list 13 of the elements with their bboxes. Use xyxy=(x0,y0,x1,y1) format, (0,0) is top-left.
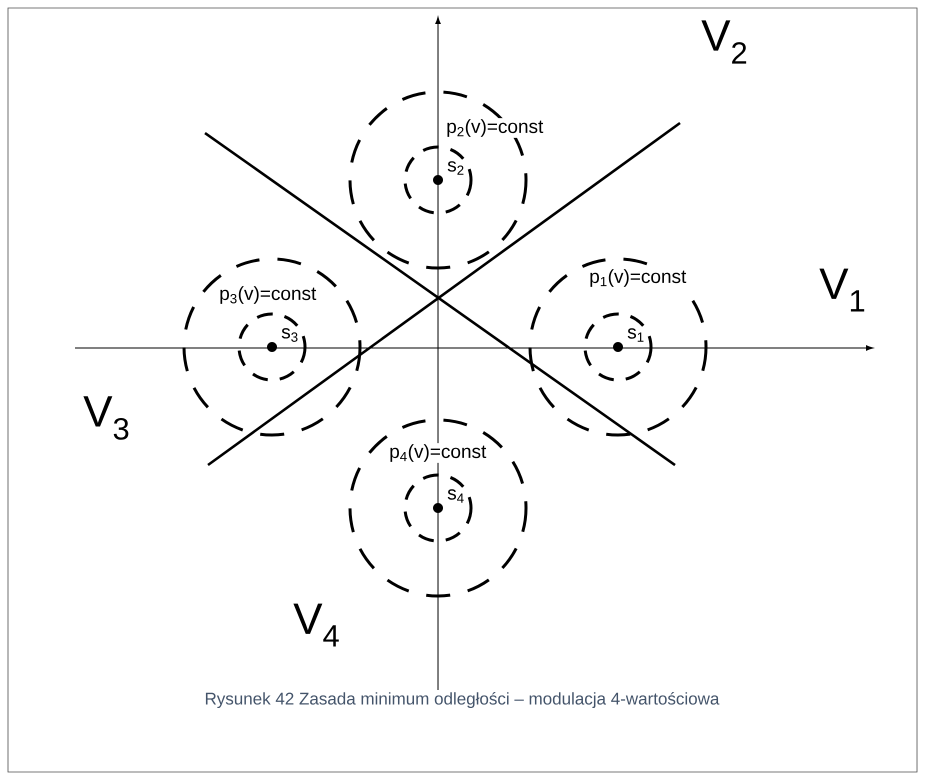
point-label: s$_{4}$ xyxy=(446,488,466,504)
point-label: s$_{3}$ xyxy=(280,327,300,343)
point-label: s$_{2}$ xyxy=(446,160,466,176)
density-label: p$_{1}$(v)=const xyxy=(588,268,688,288)
density-label: p$_{2}$(v)=const xyxy=(445,118,544,138)
density-label: p$_{4}$(v)=const xyxy=(388,443,488,463)
point-label: s$_{1}$ xyxy=(626,327,646,343)
density-label: p$_{3}$(v)=const xyxy=(218,285,318,305)
figure-caption: Rysunek 42 Zasada minimum odległości – modulacja 4-wartościowa xyxy=(206,692,720,708)
region-label: V$_{3}$ xyxy=(82,395,132,441)
region-label: V$_{1}$ xyxy=(818,268,868,312)
region-label: V$_{4}$ xyxy=(292,602,342,648)
region-label: V$_{2}$ xyxy=(700,19,750,65)
